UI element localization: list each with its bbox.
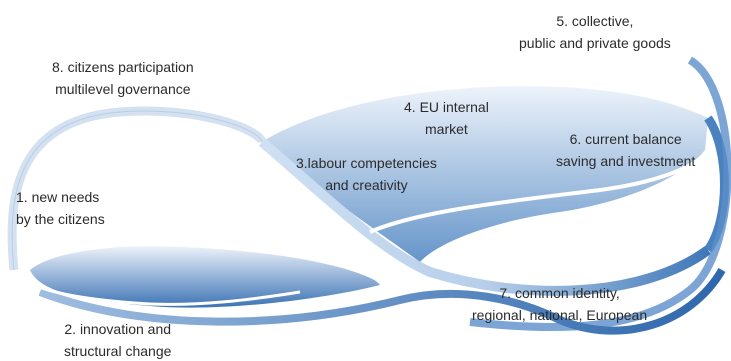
right-lobe-fill	[262, 86, 708, 262]
stage-3-label: 3.labour competencies and creativity	[296, 155, 437, 193]
stage-4-label: 4. EU internal market	[404, 99, 489, 137]
stage-7-label: 7. common identity, regional, national, …	[472, 285, 648, 323]
inner-left-loop	[18, 242, 387, 286]
stage-8-label: 8. citizens participation multilevel gov…	[52, 59, 194, 97]
stage-5-label: 5. collective, public and private goods	[519, 13, 671, 51]
stage-1-label: 1. new needs by the citizens	[16, 189, 105, 227]
stage-6-label: 6. current balance saving and investment	[556, 131, 696, 169]
inner-right-loop	[369, 148, 710, 234]
crossing-band	[258, 138, 711, 296]
stage-2-label: 2. innovation and structural change	[64, 321, 172, 359]
bottom-band	[38, 267, 726, 335]
